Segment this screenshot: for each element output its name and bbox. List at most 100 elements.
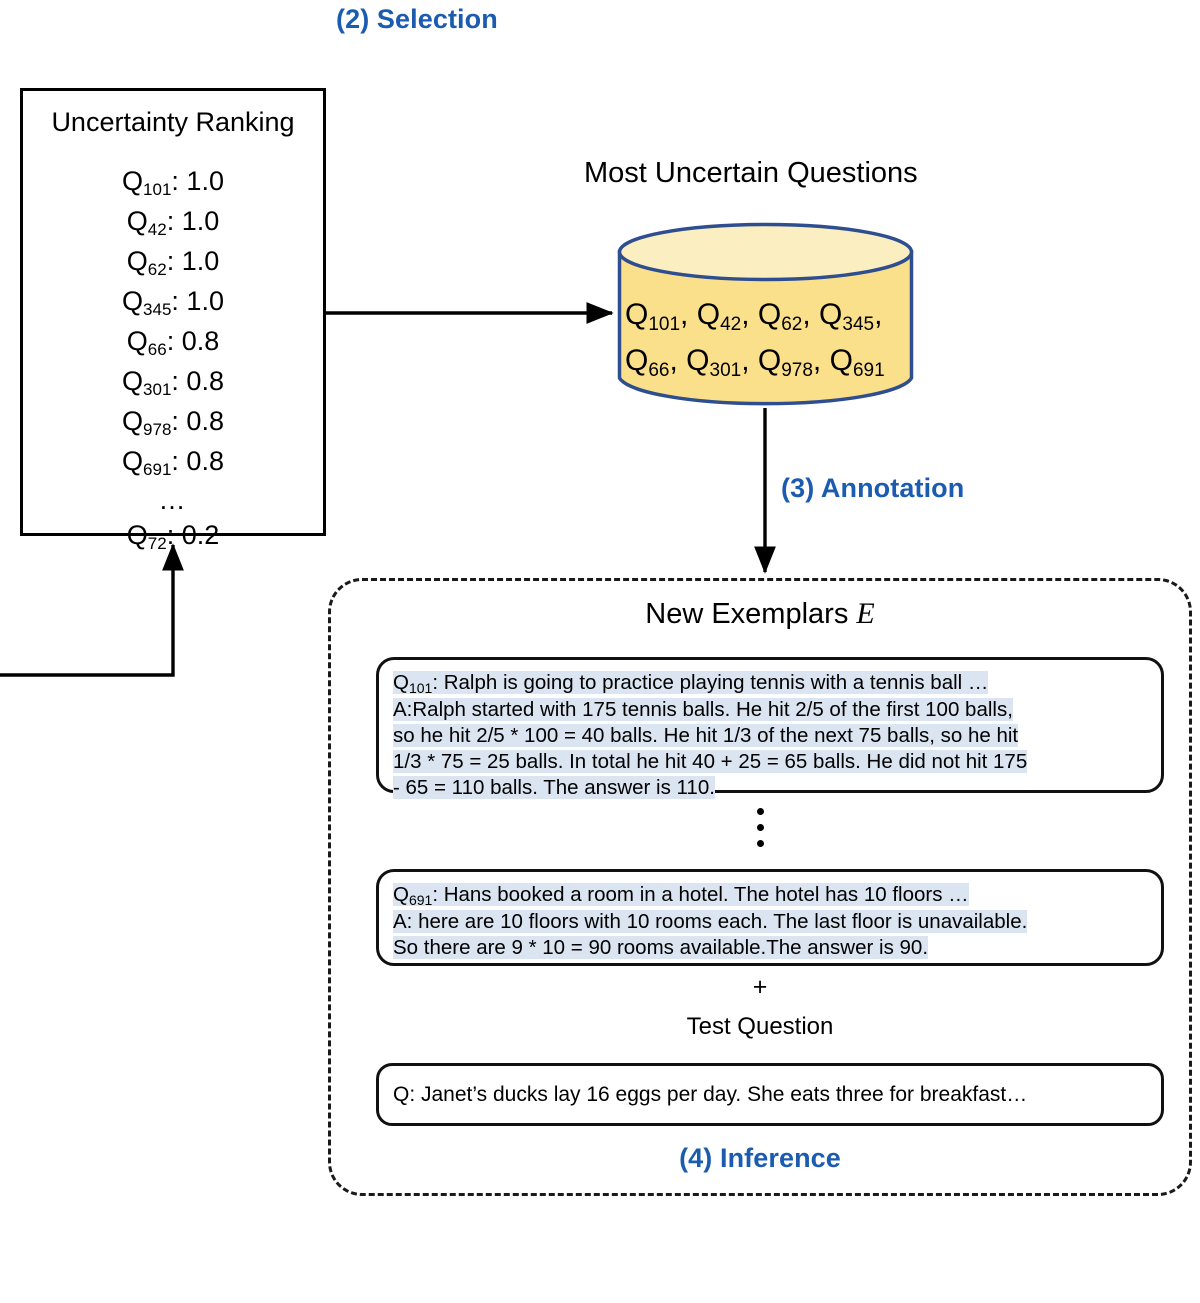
ranking-row-sep: : <box>166 206 182 236</box>
ranking-row-qid: Q301 <box>122 366 172 399</box>
ranking-row-index: 691 <box>143 460 172 479</box>
exemplar-line: 1/3 * 75 = 25 balls. In total he hit 40 … <box>393 749 1147 775</box>
ranking-row-sep: : <box>166 246 182 276</box>
ranking-row-qid: Q66 <box>126 326 167 359</box>
exemplar-line-text: : Ralph is going to practice playing ten… <box>432 671 989 694</box>
ranking-row-score: 0.8 <box>186 446 224 476</box>
ranking-row: Q66: 0.8 <box>23 323 323 363</box>
database-ids-line-2: Q66, Q301, Q978, Q691 <box>625 344 885 381</box>
ellipsis-dot <box>756 824 764 831</box>
db-qid-index: 301 <box>709 360 742 381</box>
database-ids-line-1: Q101, Q42, Q62, Q345, <box>625 298 883 335</box>
exemplar-line-text: A: here are 10 floors with 10 rooms each… <box>393 910 1028 933</box>
ranking-row: Q345: 1.0 <box>23 283 323 323</box>
ranking-row-qid: Q691 <box>122 446 172 479</box>
db-qid-index: 691 <box>852 360 885 381</box>
ranking-row-index: 978 <box>143 420 172 439</box>
db-qid-index: 66 <box>648 360 670 381</box>
ranking-row-index: 101 <box>143 180 172 199</box>
uncertainty-ranking-title: Uncertainty Ranking <box>51 107 295 137</box>
exemplar-qid-index: 691 <box>408 892 433 908</box>
ranking-row-sep: : <box>171 446 187 476</box>
inference-container: New Exemplars E Q101: Ralph is going to … <box>328 578 1192 1196</box>
ranking-row-score: 1.0 <box>181 206 220 236</box>
ranking-row-index: 62 <box>147 260 167 279</box>
ranking-row-sep: : <box>166 520 182 550</box>
exemplar-line: Q101: Ralph is going to practice playing… <box>393 671 989 696</box>
exemplar-line: so he hit 2/5 * 100 = 40 balls. He hit 1… <box>393 723 1147 749</box>
arrow-feedback-to-ranking <box>0 543 184 677</box>
test-question-card: Q: Janet’s ducks lay 16 eggs per day. Sh… <box>376 1063 1164 1126</box>
ranking-ellipsis: … <box>158 485 188 515</box>
uncertainty-ranking-panel: Uncertainty Ranking Q101: 1.0 Q42: 1.0 Q… <box>20 88 326 553</box>
cylinder-body <box>617 250 914 406</box>
ranking-row-index: 66 <box>147 340 167 359</box>
ranking-row: Q101: 1.0 <box>23 163 323 203</box>
uncertainty-ranking-list: Q101: 1.0 Q42: 1.0 Q62: 1.0 Q345: 1.0 Q6… <box>23 163 323 557</box>
db-qid-index: 62 <box>781 314 803 335</box>
test-question-label: Test Question <box>686 1013 834 1040</box>
ranking-row: Q691: 0.8 <box>23 443 323 483</box>
exemplar-line-text: 1/3 * 75 = 25 balls. In total he hit 40 … <box>393 750 1028 773</box>
ranking-row-index: 301 <box>143 380 172 399</box>
ranking-row-qid: Q42 <box>126 206 167 239</box>
ranking-row-qid: Q978 <box>122 406 172 439</box>
ranking-row-qid: Q62 <box>126 246 167 279</box>
cylinder-top <box>617 222 914 282</box>
exemplar-line: So there are 9 * 10 = 90 rooms available… <box>393 935 1147 961</box>
exemplar-line-text: - 65 = 110 balls. The answer is 110. <box>393 776 715 799</box>
ranking-row-last: Q72: 0.2 <box>23 517 323 557</box>
test-question-text: Q: Janet’s ducks lay 16 eggs per day. Sh… <box>393 1083 1028 1106</box>
ranking-row-score: 1.0 <box>186 286 224 316</box>
exemplar-line: A:Ralph started with 175 tennis balls. H… <box>393 697 1147 723</box>
stage-label-inference: (4) Inference <box>679 1143 841 1173</box>
ranking-row: Q62: 1.0 <box>23 243 323 283</box>
exemplar-line: A: here are 10 floors with 10 rooms each… <box>393 909 1147 935</box>
db-qid-index: 978 <box>781 360 813 381</box>
exemplar-line-text: So there are 9 * 10 = 90 rooms available… <box>393 936 929 959</box>
most-uncertain-questions-title: Most Uncertain Questions <box>584 157 918 189</box>
ellipsis-dot <box>756 808 764 815</box>
ranking-row-score: 0.8 <box>181 326 220 356</box>
ranking-row-index: 42 <box>147 220 167 239</box>
ranking-row-sep: : <box>171 366 187 396</box>
ranking-row-score: 0.2 <box>181 520 220 550</box>
ranking-row-qid: Q72 <box>126 520 167 553</box>
ranking-row-score: 0.8 <box>186 406 224 436</box>
plus-sign: + <box>752 973 768 1001</box>
exemplar-qid-index: 101 <box>408 680 433 696</box>
ranking-row: Q42: 1.0 <box>23 203 323 243</box>
new-exemplars-title-text: New Exemplars <box>645 598 857 630</box>
db-qid-index: 345 <box>842 314 875 335</box>
exemplar-line-text: so he hit 2/5 * 100 = 40 balls. He hit 1… <box>393 724 1019 747</box>
ranking-row-qid: Q101 <box>122 166 172 199</box>
ranking-row-sep: : <box>171 286 187 316</box>
vertical-ellipsis-icon <box>331 799 1189 847</box>
ranking-row: Q978: 0.8 <box>23 403 323 443</box>
database-question-ids: Q101, Q42, Q62, Q345, Q66, Q301, Q978, Q… <box>625 294 913 386</box>
stage-label-annotation: (3) Annotation <box>781 473 965 503</box>
exemplar-line: - 65 = 110 balls. The answer is 110. <box>393 775 1147 801</box>
ranking-row-sep: : <box>171 406 187 436</box>
ranking-row-score: 1.0 <box>181 246 220 276</box>
db-qid-index: 101 <box>648 314 681 335</box>
exemplar-card: Q101: Ralph is going to practice playing… <box>376 657 1164 799</box>
new-exemplars-title: New Exemplars E <box>331 597 1189 631</box>
ranking-row-score: 0.8 <box>186 366 224 396</box>
ranking-row: Q301: 0.8 <box>23 363 323 403</box>
new-exemplars-symbol: E <box>856 597 875 630</box>
ranking-row-sep: : <box>166 326 182 356</box>
ranking-row-qid: Q345 <box>122 286 172 319</box>
ranking-row-index: 345 <box>143 300 172 319</box>
ranking-row-sep: : <box>171 166 187 196</box>
cylinder-icon <box>617 222 914 406</box>
exemplar-line: Q691: Hans booked a room in a hotel. The… <box>393 883 969 908</box>
ellipsis-dot <box>756 840 764 847</box>
exemplar-line-text: A:Ralph started with 175 tennis balls. H… <box>393 698 1013 721</box>
db-qid-index: 42 <box>720 314 742 335</box>
question-database-cylinder: Q101, Q42, Q62, Q345, Q66, Q301, Q978, Q… <box>617 222 914 408</box>
stage-label-selection: (2) Selection <box>336 4 498 34</box>
exemplar-card: Q691: Hans booked a room in a hotel. The… <box>376 869 1164 966</box>
exemplar-line-text: : Hans booked a room in a hotel. The hot… <box>432 883 969 906</box>
